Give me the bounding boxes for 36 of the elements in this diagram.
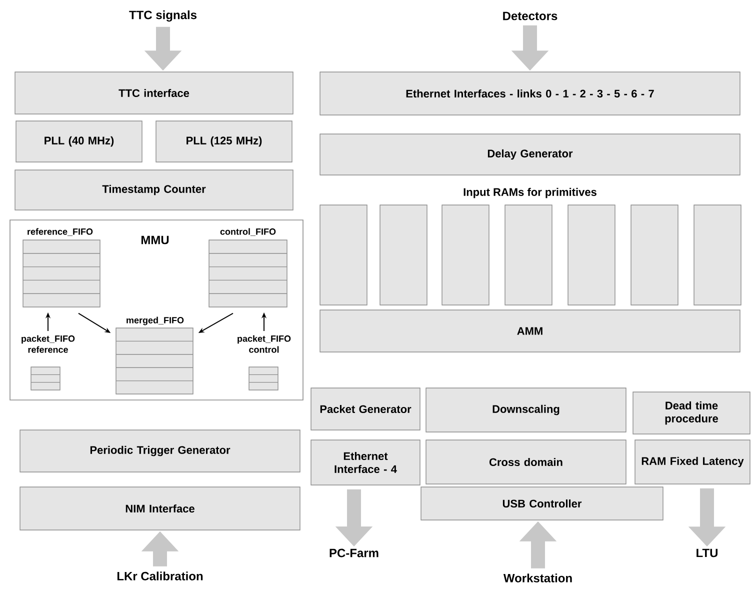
memory-block — [630, 204, 678, 306]
process-box: PLL (125 MHz) — [156, 120, 292, 162]
process-box: RAM Fixed Latency — [634, 440, 750, 484]
process-box: Timestamp Counter — [14, 170, 294, 210]
process-box: Dead time procedure — [632, 392, 750, 434]
process-box: Downscaling — [426, 388, 626, 432]
module-title: MMU — [141, 236, 169, 244]
memory-block — [568, 204, 616, 306]
process-box: USB Controller — [420, 486, 664, 520]
section-heading: Input RAMs for primitives — [464, 188, 596, 198]
process-box: Packet Generator — [310, 388, 420, 430]
process-box: Cross domain — [426, 440, 626, 484]
process-box: Ethernet Interface - 4 — [310, 440, 420, 486]
memory-block — [380, 204, 428, 306]
fifo-label: packet_FIFO reference — [22, 335, 75, 353]
memory-block — [442, 204, 490, 306]
memory-block — [320, 204, 368, 306]
io-label: Workstation — [503, 574, 572, 582]
fifo-label: packet_FIFO control — [238, 335, 291, 353]
memory-block — [694, 204, 742, 306]
io-label: TTC signals — [129, 10, 196, 22]
process-box: NIM Interface — [20, 486, 300, 530]
process-box: TTC interface — [14, 72, 294, 114]
process-box: AMM — [320, 310, 740, 352]
process-box: Ethernet Interfaces - links 0 - 1 - 2 - 3 - 5 - 6 - 7 — [320, 72, 740, 116]
fifo-label: merged_FIFO — [126, 316, 184, 326]
process-box: PLL (40 MHz) — [16, 120, 142, 162]
fifo-label: reference_FIFO — [28, 228, 93, 236]
io-label: LTU — [696, 548, 718, 558]
io-label: Detectors — [503, 12, 558, 20]
fifo-label: control_FIFO — [220, 228, 276, 236]
io-label: LKr Calibration — [117, 572, 203, 580]
io-label: PC-Farm — [330, 548, 378, 558]
process-box: Delay Generator — [320, 134, 740, 176]
memory-block — [504, 204, 552, 306]
process-box: Periodic Trigger Generator — [20, 430, 300, 472]
